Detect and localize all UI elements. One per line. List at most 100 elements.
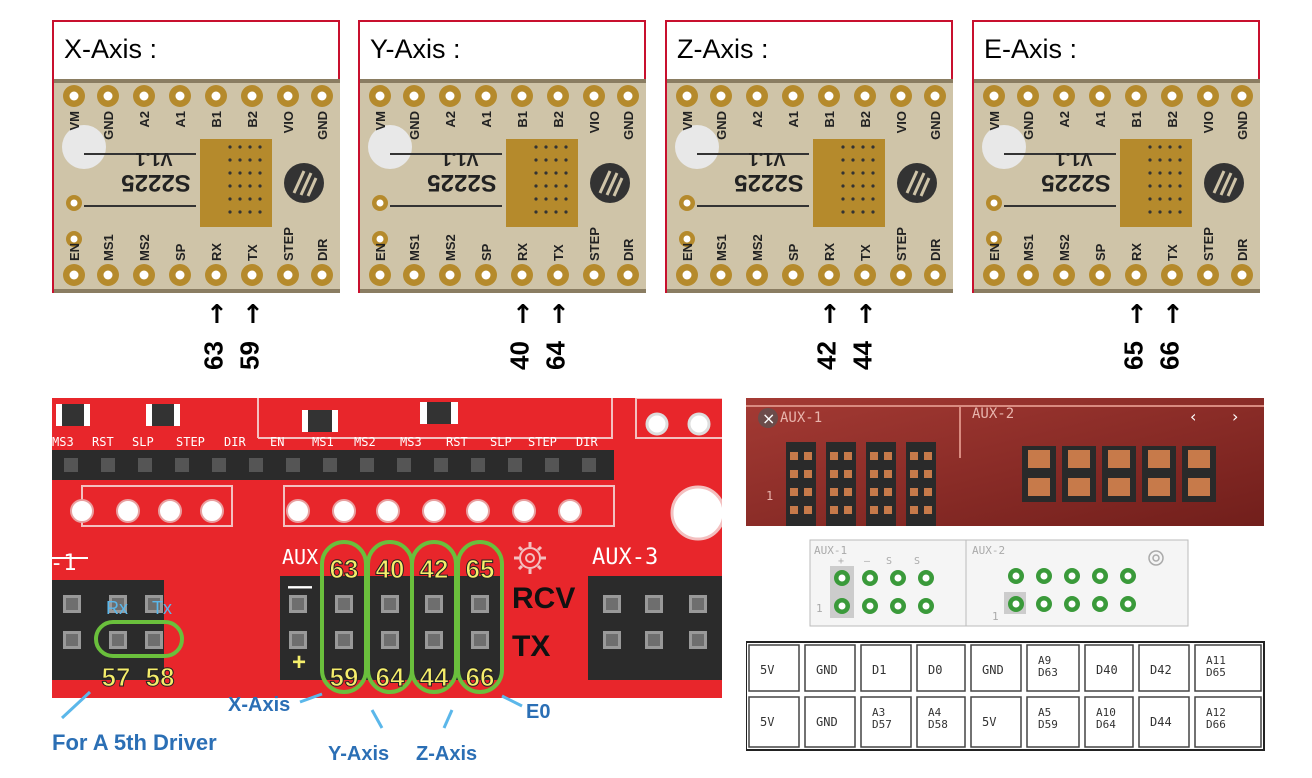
y-axis-label: Y-Axis bbox=[328, 743, 389, 765]
pin-table-cell bbox=[1026, 644, 1080, 692]
pin-table-cell bbox=[1084, 696, 1134, 748]
driver-top-pin-label: GND bbox=[714, 111, 729, 140]
pin-table-cell bbox=[970, 644, 1022, 692]
pin-table-text: A3 bbox=[872, 706, 885, 719]
fifth-driver-callout: For A 5th Driver bbox=[52, 690, 217, 755]
aux1-tx-pin-number: 58 bbox=[146, 662, 175, 692]
pin-table-text: D42 bbox=[1150, 663, 1172, 677]
driver-bottom-pin-label: SP bbox=[479, 243, 494, 261]
tx-pin-number: 66 bbox=[466, 662, 495, 692]
pin-table-cell bbox=[916, 696, 966, 748]
svg-text:×: × bbox=[762, 409, 775, 428]
pin-table-text: 5V bbox=[760, 663, 774, 677]
pin-table-cell bbox=[860, 696, 912, 748]
driver-version: V1.1 bbox=[441, 149, 478, 169]
driver-top-pin-label: GND bbox=[1235, 111, 1250, 140]
pin-table-cell bbox=[860, 644, 912, 692]
axis-title: X-Axis : bbox=[64, 34, 158, 64]
driver-bottom-pin-label: STEP bbox=[281, 227, 296, 261]
rcv-pin-number: 63 bbox=[330, 554, 359, 584]
svg-text:‹: ‹ bbox=[1190, 407, 1196, 426]
pin-table-text: GND bbox=[816, 663, 838, 677]
rx-tx-highlight bbox=[94, 620, 184, 658]
silk-label: RST bbox=[92, 435, 114, 449]
gear-icon bbox=[1148, 550, 1164, 566]
e0-label: E0 bbox=[526, 701, 550, 723]
driver-version: V1.1 bbox=[135, 149, 172, 169]
rcv-pin-number: 65 bbox=[466, 554, 495, 584]
driver-bottom-pin-label: SP bbox=[786, 243, 801, 261]
brand-logo-icon bbox=[590, 163, 630, 203]
driver-bottom-pin-label: STEP bbox=[1201, 227, 1216, 261]
brand-logo-icon bbox=[284, 163, 324, 203]
driver-top-pin-label: GND bbox=[928, 111, 943, 140]
pin-table-text: D64 bbox=[1096, 718, 1116, 731]
aux3-label: AUX-3 bbox=[592, 545, 658, 570]
axis-title: E-Axis : bbox=[984, 34, 1078, 64]
rcv-pin-number: 42 bbox=[420, 554, 449, 584]
smd-resistors bbox=[56, 402, 458, 432]
silk-label: MS3 bbox=[400, 435, 422, 449]
pin-table-text: D1 bbox=[872, 663, 886, 677]
driver-bottom-pin-label: RX bbox=[209, 243, 224, 261]
driver-bottom-pin-label: MS1 bbox=[1021, 234, 1036, 261]
aux1-label: -1 bbox=[52, 551, 77, 576]
driver-top-pin-label: B1 bbox=[822, 111, 837, 128]
silk-label: SLP bbox=[490, 435, 512, 449]
diagram-sign: — bbox=[864, 556, 871, 567]
driver-top-pin-label: A2 bbox=[750, 111, 765, 128]
silk-label: SLP bbox=[132, 435, 154, 449]
carousel-prev-icon[interactable]: ‹ bbox=[1190, 407, 1196, 426]
driver-bottom-pin-label: EN bbox=[373, 243, 388, 261]
driver-top-pin-label: VIO bbox=[1201, 111, 1216, 133]
silk-label: DIR bbox=[576, 435, 598, 449]
driver-top-pin-label: VM bbox=[373, 111, 388, 131]
silk-label: EN bbox=[270, 435, 284, 449]
silk-label: MS1 bbox=[312, 435, 334, 449]
pin-table-text: D44 bbox=[1150, 715, 1172, 729]
tx-pin-label: 64 bbox=[540, 341, 571, 370]
silk-label: RST bbox=[446, 435, 468, 449]
rx-pin-label: 42 bbox=[811, 341, 842, 370]
driver-top-pin-label: A2 bbox=[137, 111, 152, 128]
silk-label: STEP bbox=[528, 435, 557, 449]
close-icon[interactable]: × bbox=[758, 408, 778, 428]
photo-aux1-label: AUX-1 bbox=[780, 410, 822, 426]
pin-table-text: A5 bbox=[1038, 706, 1051, 719]
pin-table-text: D58 bbox=[928, 718, 948, 731]
driver-top-pin-label: B1 bbox=[209, 111, 224, 128]
pin-table-text: D65 bbox=[1206, 666, 1226, 679]
tx-pin-number: 44 bbox=[420, 662, 449, 692]
driver-bottom-pin-label: TX bbox=[858, 244, 873, 261]
rcv-pin-number: 40 bbox=[376, 554, 405, 584]
driver-top-pin-label: A1 bbox=[479, 111, 494, 128]
driver-bottom-pin-label: MS1 bbox=[101, 234, 116, 261]
mounting-hole bbox=[670, 485, 722, 541]
rx-pin-label: 63 bbox=[198, 341, 229, 370]
up-arrow-icon: ↑ bbox=[548, 300, 570, 330]
tx-row-label: TX bbox=[512, 630, 550, 663]
driver-top-pin-label: GND bbox=[101, 111, 116, 140]
driver-bottom-pin-label: RX bbox=[1129, 243, 1144, 261]
brand-logo-icon bbox=[897, 163, 937, 203]
pin-table-cell bbox=[1138, 644, 1190, 692]
pin-table-text: A4 bbox=[928, 706, 942, 719]
carousel-next-icon[interactable]: › bbox=[1232, 407, 1238, 426]
up-arrow-icon: ↑ bbox=[1126, 300, 1148, 330]
driver-model: S2225 bbox=[734, 169, 803, 196]
driver-top-pin-label: A1 bbox=[1093, 111, 1108, 128]
pin-table-cell bbox=[1084, 644, 1134, 692]
pin-table-text: D59 bbox=[1038, 718, 1058, 731]
rcv-label: RCV bbox=[512, 582, 575, 615]
pin-table-cell bbox=[1194, 696, 1262, 748]
driver-bottom-pin-label: STEP bbox=[587, 227, 602, 261]
driver-bottom-pin-label: MS2 bbox=[750, 234, 765, 261]
pin-table-cell bbox=[1138, 696, 1190, 748]
pin-table-text: A10 bbox=[1096, 706, 1116, 719]
